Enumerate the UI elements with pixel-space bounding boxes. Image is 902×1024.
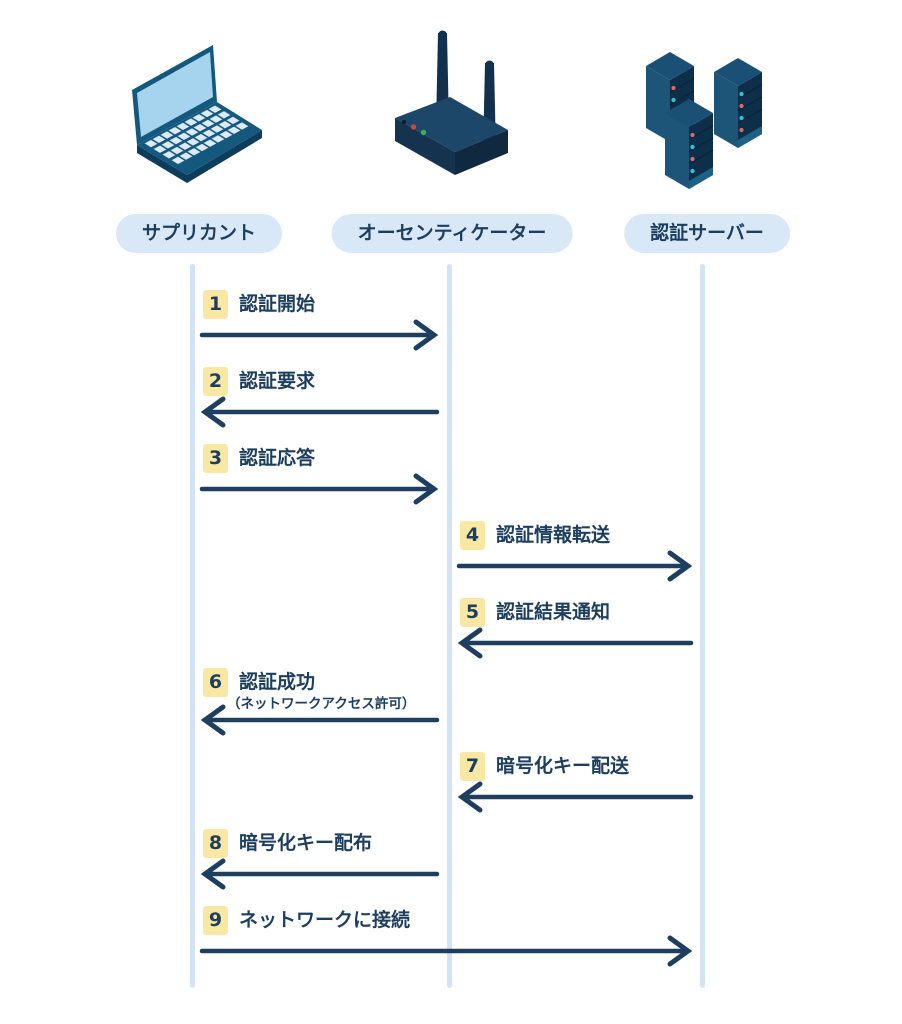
step-label: 認証開始 (239, 293, 316, 315)
lifeline-supplicant (190, 264, 195, 988)
arrow-head (413, 319, 439, 351)
step-label: 暗号化キー配送 (496, 755, 630, 777)
message-arrow-icon (199, 473, 439, 505)
actor-pill-supplicant: サプリカント (115, 214, 283, 253)
server-rack-icon (646, 52, 763, 189)
step-label: 認証成功 (239, 671, 316, 693)
step-number-badge: 6 (203, 668, 228, 697)
message-arrow-icon (200, 704, 440, 736)
arrow-head (200, 858, 226, 890)
arrow-head (200, 704, 226, 736)
arrow-head (667, 550, 693, 582)
step-number-badge: 1 (203, 290, 228, 319)
wireless-router-icon (395, 30, 508, 175)
arrow-head (667, 935, 693, 967)
arrow-head (413, 473, 439, 505)
step-number-badge: 3 (203, 444, 228, 473)
actor-pill-auth-server: 認証サーバー (624, 214, 790, 253)
message-arrow-icon (457, 627, 694, 659)
arrow-head (457, 781, 483, 813)
step-sublabel: （ネットワークアクセス許可） (227, 696, 416, 712)
step-label: 認証応答 (239, 447, 316, 469)
step-number-badge: 8 (203, 829, 228, 858)
step-number-badge: 2 (203, 367, 228, 396)
message-arrow-icon (456, 550, 693, 582)
message-arrow-icon (457, 781, 694, 813)
message-arrow-icon (200, 858, 440, 890)
step-label: ネットワークに接続 (239, 909, 411, 931)
lifeline-auth-server (700, 264, 705, 988)
message-arrow-icon (200, 396, 440, 428)
arrow-head (457, 627, 483, 659)
lifeline-authenticator (447, 264, 452, 988)
step-number-badge: 5 (460, 598, 485, 627)
step-label: 暗号化キー配布 (239, 832, 373, 854)
actor-pill-authenticator: オーセンティケーター (331, 214, 573, 253)
step-label: 認証要求 (239, 370, 316, 392)
step-label: 認証結果通知 (496, 601, 611, 623)
message-arrow-icon (199, 319, 439, 351)
laptop-icon (132, 45, 262, 183)
step-label: 認証情報転送 (496, 524, 611, 546)
step-number-badge: 4 (460, 521, 485, 550)
arrow-head (200, 396, 226, 428)
step-number-badge: 9 (203, 906, 228, 935)
message-arrow-icon (199, 935, 693, 967)
step-number-badge: 7 (460, 752, 485, 781)
